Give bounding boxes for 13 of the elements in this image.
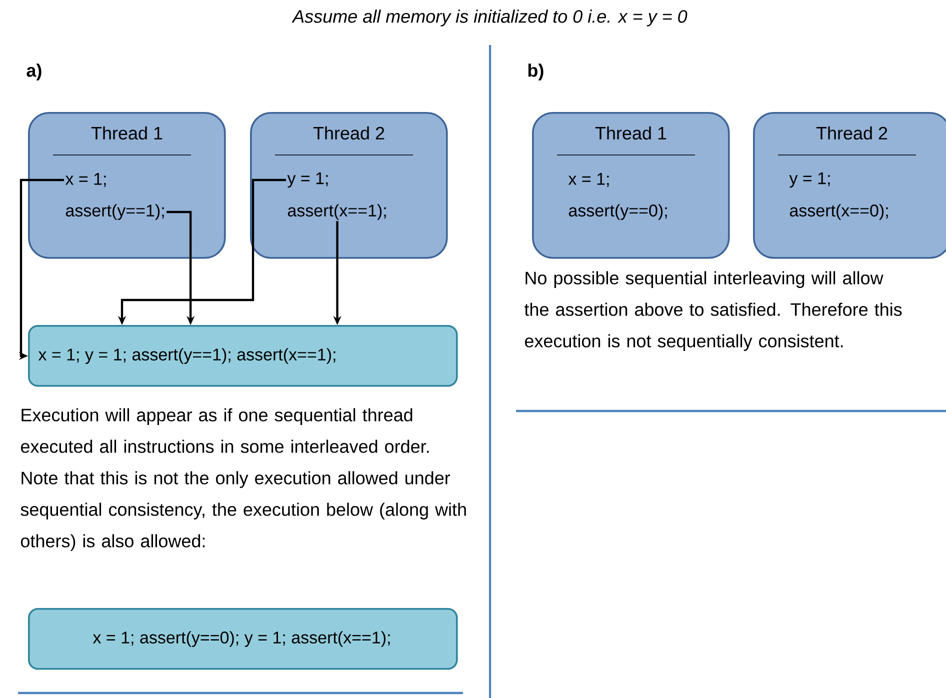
execution-box: x = 1; y = 1; assert(y==1); assert(x==1); [28,325,458,387]
execution-box: x = 1; assert(y==0); y = 1; assert(x==1); [28,608,458,670]
note-text: Execution will appear as if one sequential thread executed all instructions in some interleaved order. Note that this is not the only execution allowed under sequential consistency, the execution below (along with others) is also allowed: [20,408,466,551]
code-line: assert(x==1); [288,204,386,220]
thread-box: Thread 2 y = 1; assert(x==0); [753,112,946,259]
note-text: No possible sequential interleaving will allow the assertion above to satisfied. Therefore this execution is not sequentially consistent. [524,271,902,351]
code-line: y = 1; [287,172,328,188]
title: Assume all memory is initialized to 0 i.e. x = y = 0 [292,10,688,26]
code-line: x = 1; [65,173,106,187]
code-line: assert(y==1); [66,204,164,220]
panel-label: b) [528,64,544,80]
panel-label: a) [26,64,42,80]
thread-box: Thread 1 x = 1; assert(y==0); [532,112,730,259]
